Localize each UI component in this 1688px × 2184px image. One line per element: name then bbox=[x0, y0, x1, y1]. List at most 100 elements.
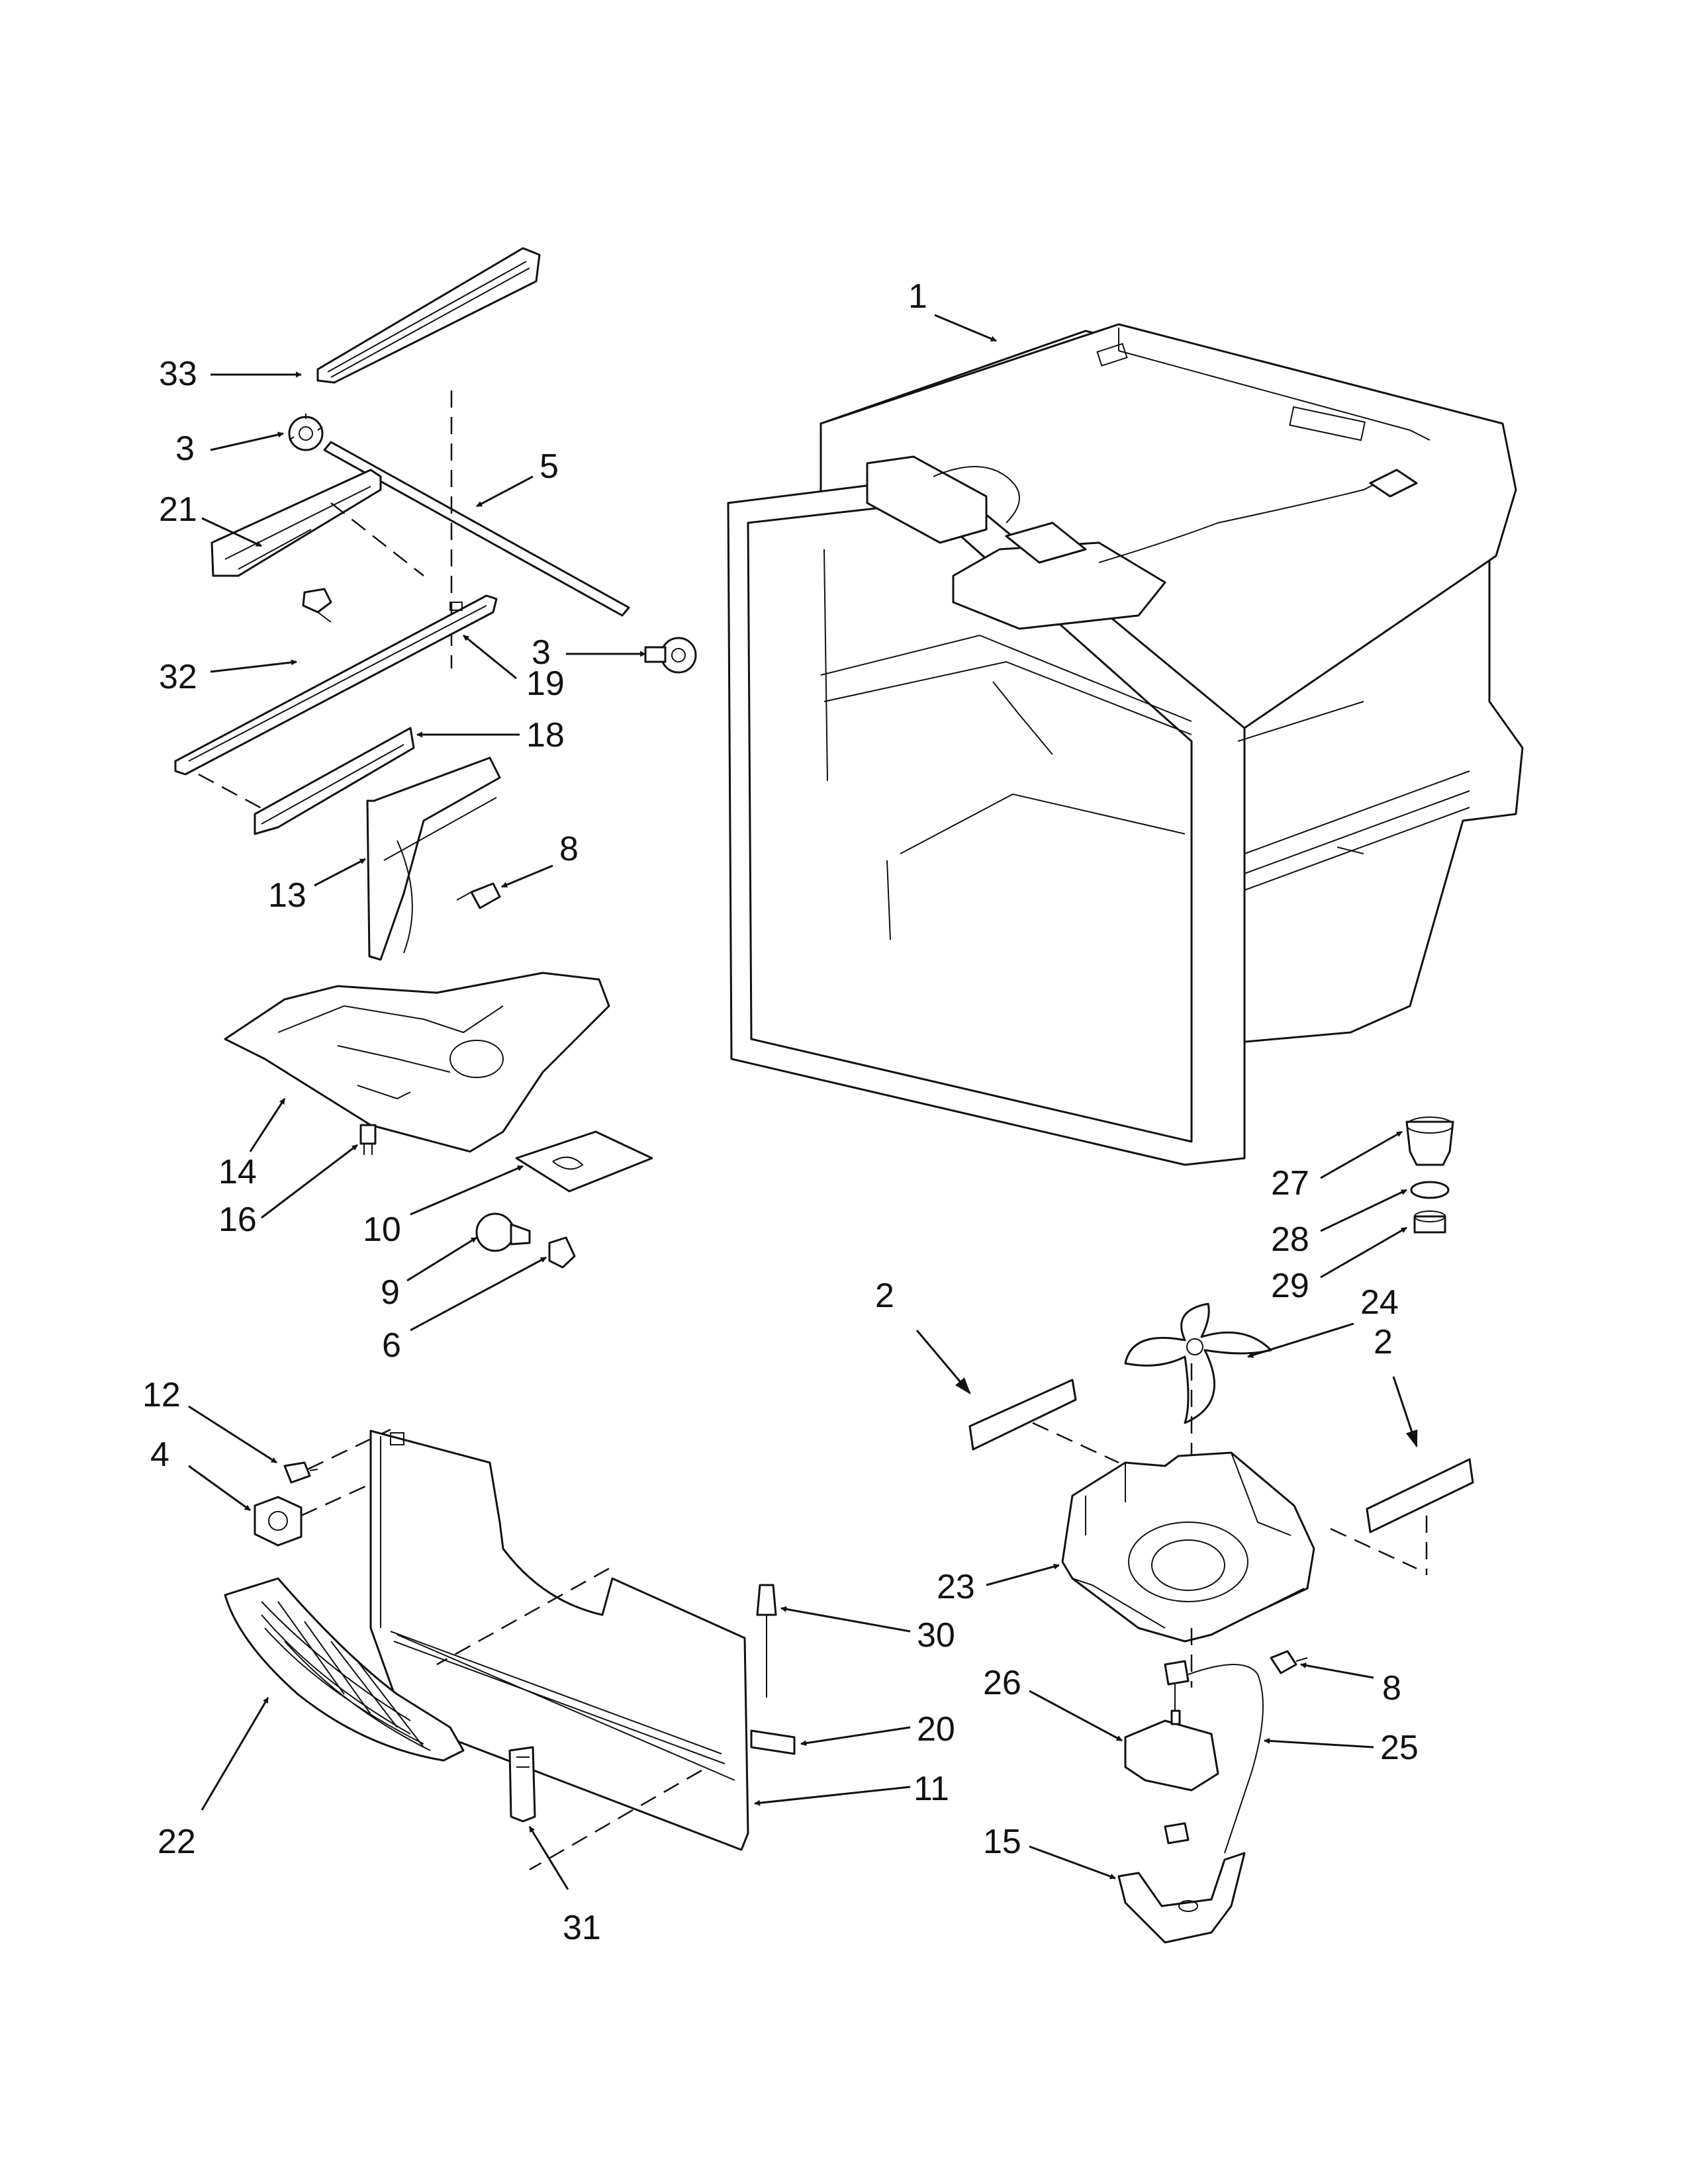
light-housing-part bbox=[224, 972, 610, 1153]
light-bulb-part bbox=[475, 1212, 531, 1252]
callout-14: 14 bbox=[218, 1153, 257, 1191]
leader-11 bbox=[754, 1786, 911, 1806]
callout-26: 26 bbox=[983, 1664, 1021, 1702]
leader-5 bbox=[476, 475, 534, 508]
rear-cover-panel-part bbox=[369, 1430, 749, 1851]
callout-labels: 1 2 2 3 3 4 5 6 8 8 9 10 11 12 13 14 15 … bbox=[142, 277, 1419, 1947]
alignment-line-panel-bottom bbox=[529, 1769, 702, 1871]
slide-support-part bbox=[254, 727, 415, 835]
leader-3a bbox=[210, 432, 284, 451]
leader-29 bbox=[1320, 1226, 1407, 1279]
leader-8b bbox=[1300, 1662, 1374, 1679]
leader-10 bbox=[410, 1165, 524, 1216]
callout-10: 10 bbox=[363, 1210, 401, 1249]
callout-18: 18 bbox=[526, 716, 565, 754]
leader-6 bbox=[410, 1256, 547, 1332]
callout-24: 24 bbox=[1360, 1283, 1399, 1322]
leader-20 bbox=[800, 1726, 911, 1747]
callout-5: 5 bbox=[539, 447, 559, 486]
alignment-line-bracket-4 bbox=[301, 1481, 375, 1517]
mounting-screw-part bbox=[283, 1461, 318, 1484]
fan-grille-part bbox=[224, 1577, 465, 1762]
leader-9 bbox=[406, 1236, 477, 1282]
damper-part bbox=[1405, 1116, 1454, 1166]
alignment-line-pad-right bbox=[1330, 1516, 1428, 1575]
callout-23: 23 bbox=[937, 1568, 975, 1606]
alignment-line-bracket bbox=[330, 502, 424, 576]
leader-28 bbox=[1320, 1189, 1407, 1232]
light-switch-part bbox=[359, 1124, 377, 1155]
top-slide-rail-part bbox=[316, 247, 541, 384]
callout-16: 16 bbox=[218, 1201, 257, 1239]
fan-shroud-part bbox=[1061, 1451, 1315, 1643]
damper-gasket-part bbox=[1410, 1181, 1450, 1199]
leader-2a bbox=[915, 1330, 971, 1394]
leader-lines bbox=[188, 314, 1418, 1890]
leader-32 bbox=[210, 659, 297, 673]
callout-4: 4 bbox=[150, 1435, 169, 1474]
alignment-line-screw bbox=[307, 1428, 391, 1471]
alignment-line-pad-left bbox=[1032, 1422, 1119, 1464]
leader-15 bbox=[1029, 1845, 1116, 1880]
insulation-pad-left-part bbox=[968, 1379, 1077, 1451]
insulation-pad-right-part bbox=[1366, 1458, 1474, 1533]
callout-32: 32 bbox=[159, 658, 197, 696]
leader-22 bbox=[201, 1697, 269, 1811]
pinion-gear-upper-part bbox=[288, 414, 324, 451]
callout-13: 13 bbox=[268, 876, 306, 915]
shroud-screw-part bbox=[1270, 1650, 1308, 1674]
callout-11: 11 bbox=[914, 1770, 949, 1808]
leader-4 bbox=[188, 1465, 251, 1512]
leader-12 bbox=[188, 1405, 277, 1464]
leader-27 bbox=[1320, 1130, 1403, 1179]
freezer-liner-part bbox=[727, 323, 1524, 1166]
fan-blade-part bbox=[1124, 1302, 1272, 1424]
callout-20: 20 bbox=[917, 1710, 955, 1749]
callout-15: 15 bbox=[983, 1823, 1021, 1861]
pinion-gear-lower-part bbox=[644, 637, 697, 674]
leader-14 bbox=[249, 1098, 286, 1152]
drawer-slide-part bbox=[174, 594, 498, 776]
callout-3b: 3 bbox=[532, 633, 551, 672]
callout-21: 21 bbox=[159, 490, 197, 529]
leader-16 bbox=[261, 1144, 358, 1219]
callout-8a: 8 bbox=[559, 830, 579, 868]
callout-9: 9 bbox=[381, 1273, 400, 1312]
leader-2b bbox=[1392, 1376, 1418, 1448]
callout-1: 1 bbox=[908, 277, 927, 316]
callout-29: 29 bbox=[1271, 1267, 1309, 1305]
light-socket-part bbox=[548, 1236, 576, 1269]
slide-bracket-part bbox=[211, 469, 382, 577]
callout-2b: 2 bbox=[1374, 1323, 1393, 1361]
cross-shaft-part bbox=[323, 441, 630, 617]
leader-30 bbox=[780, 1606, 911, 1633]
leader-1 bbox=[934, 314, 997, 342]
leader-8a bbox=[501, 864, 553, 888]
alignment-line-panel-top bbox=[436, 1567, 610, 1666]
bracket-screw-part bbox=[302, 588, 332, 623]
leader-31 bbox=[528, 1826, 569, 1890]
callout-25: 25 bbox=[1380, 1729, 1419, 1767]
leader-26 bbox=[1029, 1690, 1123, 1742]
leader-21 bbox=[201, 517, 262, 547]
leader-24 bbox=[1247, 1322, 1354, 1358]
callout-8b: 8 bbox=[1382, 1669, 1401, 1707]
callout-31: 31 bbox=[563, 1909, 601, 1947]
thermistor-part bbox=[756, 1584, 777, 1698]
fan-motor-part bbox=[1124, 1660, 1219, 1792]
damper-cap-part bbox=[1413, 1210, 1446, 1234]
panel-clip-part bbox=[508, 1746, 536, 1823]
callout-33: 33 bbox=[159, 355, 197, 393]
callout-30: 30 bbox=[917, 1616, 955, 1655]
light-diffuser-part bbox=[515, 1130, 653, 1193]
leader-25 bbox=[1264, 1737, 1374, 1749]
leader-13 bbox=[314, 858, 366, 887]
callout-19: 19 bbox=[526, 664, 565, 703]
bracket-screw-lower-part bbox=[456, 882, 501, 909]
motor-wire-part bbox=[1188, 1664, 1264, 1854]
motor-mount-part bbox=[1117, 1822, 1246, 1944]
mounting-bracket-part bbox=[366, 756, 501, 961]
callout-12: 12 bbox=[142, 1376, 181, 1414]
callout-6: 6 bbox=[382, 1326, 401, 1365]
